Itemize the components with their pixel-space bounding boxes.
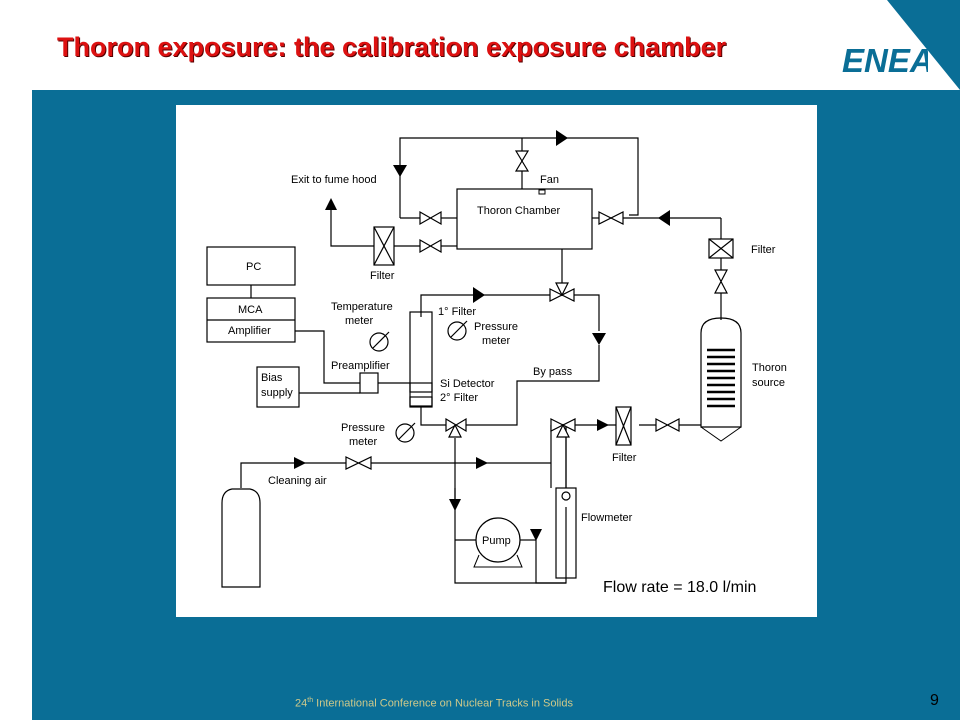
label-pressure-1: Pressure <box>474 321 518 333</box>
label-supply: supply <box>261 387 293 399</box>
label-fan: Fan <box>540 174 559 186</box>
enea-logo: ENEA <box>842 42 928 76</box>
label-source: source <box>752 377 785 389</box>
flow-rate-label: Flow rate = 18.0 l/min <box>603 579 757 596</box>
label-bypass: By pass <box>533 366 573 378</box>
label-pressure-meter-2: meter <box>349 436 377 448</box>
label-filter-exit: Filter <box>370 270 395 282</box>
corner-triangle-decoration <box>887 0 960 90</box>
label-exit-fume-hood: Exit to fume hood <box>291 174 377 186</box>
slide-title: Thoron exposure: the calibration exposur… <box>57 32 727 62</box>
label-si-detector: Si Detector <box>440 378 495 390</box>
label-cleaning-air: Cleaning air <box>268 475 327 487</box>
label-pc: PC <box>246 261 261 273</box>
label-first-filter: 1° Filter <box>438 306 476 318</box>
label-second-filter: 2° Filter <box>440 392 478 404</box>
label-pump: Pump <box>482 535 511 547</box>
label-temperature: Temperature <box>331 301 393 313</box>
page-number: 9 <box>930 692 939 709</box>
label-filter-bottom: Filter <box>612 452 637 464</box>
label-preamplifier: Preamplifier <box>331 360 390 372</box>
label-amplifier: Amplifier <box>228 325 271 337</box>
label-mca: MCA <box>238 304 263 316</box>
svg-text:ENEA: ENEA <box>842 42 928 76</box>
label-thoron-chamber: Thoron Chamber <box>477 205 560 217</box>
calibration-chamber-diagram: Exit to fume hood Fan Thoron Chamber Fil… <box>176 105 817 617</box>
label-pressure-2: Pressure <box>341 422 385 434</box>
label-thoron: Thoron <box>752 362 787 374</box>
footer-conference: 24th International Conference on Nuclear… <box>295 697 573 710</box>
label-pressure-meter-1: meter <box>482 335 510 347</box>
flow-schematic: Exit to fume hood Fan Thoron Chamber Fil… <box>206 130 787 588</box>
label-flowmeter: Flowmeter <box>581 512 633 524</box>
label-temperature-meter: meter <box>345 315 373 327</box>
label-bias: Bias <box>261 372 283 384</box>
label-filter-right: Filter <box>751 244 776 256</box>
